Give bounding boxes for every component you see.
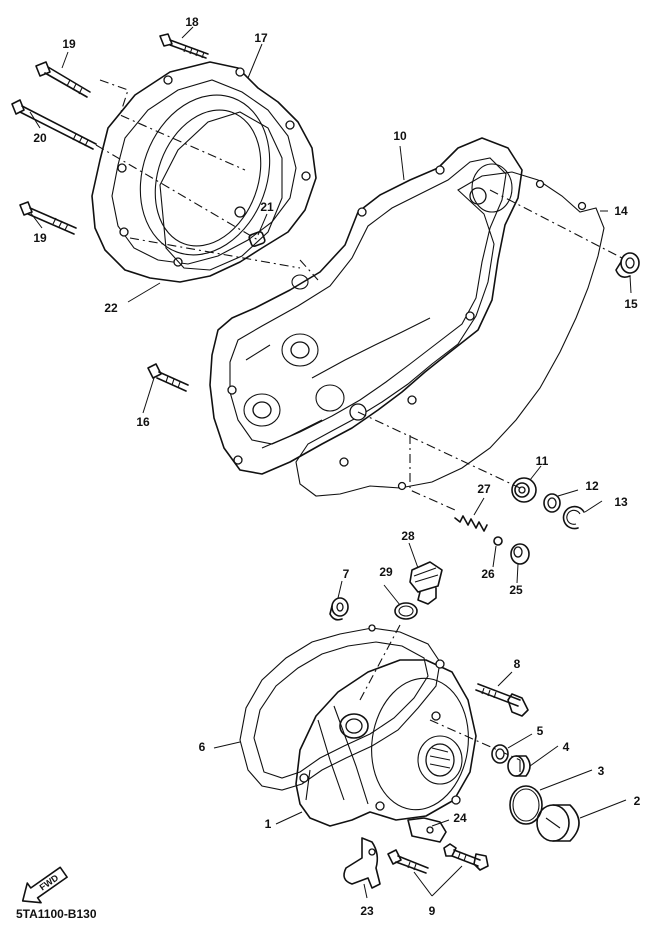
- callout-4: 4: [563, 740, 570, 754]
- o-ring-29: [394, 602, 418, 620]
- callout-8: 8: [514, 657, 521, 671]
- collar-15: [615, 252, 640, 278]
- circlip-13: [562, 505, 585, 530]
- callout-labels: 18 17 19 20 10 14 21 19 15 22 16 11 12 1…: [33, 15, 640, 918]
- lower-cover-assembly: [239, 624, 477, 827]
- callout-21: 21: [260, 200, 274, 214]
- callout-17: 17: [254, 31, 268, 45]
- callout-7: 7: [343, 567, 350, 581]
- dowel-pin-21: [248, 231, 266, 247]
- callout-19-upper: 19: [62, 37, 76, 51]
- bolt-19-lower: [19, 201, 77, 235]
- callout-19-lower: 19: [33, 231, 47, 245]
- callout-6: 6: [199, 740, 206, 754]
- callout-24: 24: [453, 811, 467, 825]
- collar-7: [329, 597, 349, 621]
- leader-lines: [29, 26, 632, 899]
- callout-5: 5: [537, 724, 544, 738]
- callout-29: 29: [379, 565, 393, 579]
- fwd-arrow-icon: FWD: [21, 866, 68, 904]
- callout-14: 14: [614, 204, 628, 218]
- callout-26: 26: [481, 567, 495, 581]
- callout-10: 10: [393, 129, 407, 143]
- bolt-9-left: [387, 849, 429, 874]
- diagram-code: 5TA1100-B130: [16, 907, 97, 921]
- o-ring-5: [491, 744, 509, 764]
- callout-20: 20: [33, 131, 47, 145]
- bolt-18: [159, 33, 209, 59]
- ball-26: [493, 536, 503, 546]
- callout-3: 3: [598, 764, 605, 778]
- bolt-16: [147, 363, 189, 392]
- callout-1: 1: [265, 817, 272, 831]
- callout-27: 27: [477, 482, 491, 496]
- callout-15: 15: [624, 297, 638, 311]
- bolt-20: [11, 99, 97, 150]
- callout-25: 25: [509, 583, 523, 597]
- callout-23: 23: [360, 904, 374, 918]
- o-ring-3: [509, 785, 543, 825]
- bolt-8: [475, 683, 529, 717]
- clutch-cover-outer: [91, 61, 317, 283]
- plunger-25: [510, 543, 530, 565]
- alignment-lines: [95, 79, 623, 761]
- washer-12: [543, 493, 561, 513]
- callout-13: 13: [614, 495, 628, 509]
- oil-filler-plug-28: [409, 561, 443, 605]
- callout-22: 22: [104, 301, 118, 315]
- bolt-19-upper: [35, 61, 91, 98]
- callout-2: 2: [634, 794, 641, 808]
- callout-11: 11: [536, 454, 549, 468]
- clamp-23: [343, 837, 381, 889]
- bearing-11: [511, 477, 537, 503]
- callout-28: 28: [401, 529, 415, 543]
- callout-18: 18: [185, 15, 199, 29]
- crankcase-cover-assembly: [209, 137, 605, 497]
- clamp-24: [407, 817, 447, 843]
- callout-9: 9: [429, 904, 436, 918]
- bolt-9-right: [443, 843, 489, 871]
- spring-27: [454, 515, 488, 532]
- cap-2: [536, 804, 580, 842]
- callout-16: 16: [136, 415, 150, 429]
- callout-12: 12: [585, 479, 599, 493]
